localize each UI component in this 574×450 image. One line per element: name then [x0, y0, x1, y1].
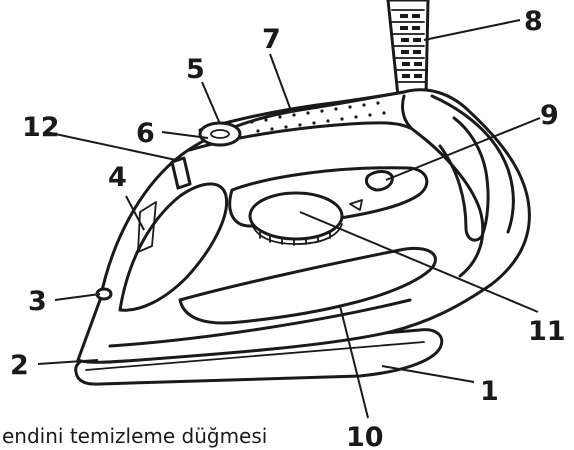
steam-cord-illustration	[386, 0, 430, 98]
leader-8	[423, 19, 521, 41]
leader-6	[161, 131, 209, 139]
leader-lines	[37, 19, 541, 419]
callout-4: 4	[108, 162, 127, 193]
callout-11: 11	[528, 316, 566, 347]
callout-9: 9	[540, 100, 559, 131]
callout-6: 6	[136, 118, 155, 149]
leader-11	[299, 211, 539, 313]
leader-3	[54, 293, 101, 301]
leader-4	[125, 195, 145, 231]
leader-10	[339, 305, 369, 419]
caption-text: endini temizleme düğmesi	[2, 424, 267, 448]
callout-10: 10	[346, 422, 384, 450]
callout-7: 7	[262, 24, 281, 55]
leader-1	[381, 365, 475, 383]
callout-1: 1	[480, 376, 499, 407]
leader-9	[385, 117, 541, 181]
callout-5: 5	[186, 54, 205, 85]
callout-2: 2	[10, 350, 29, 381]
leader-7	[269, 53, 291, 109]
callout-labels: 1 2 3 4 5 6 7 8 9 10 11 12	[10, 6, 566, 450]
callout-8: 8	[524, 6, 543, 37]
leader-2	[37, 359, 99, 365]
callout-3: 3	[28, 286, 47, 317]
leader-12	[45, 131, 177, 161]
callout-12: 12	[22, 112, 60, 143]
leader-5	[201, 81, 221, 125]
iron-body-illustration	[74, 88, 531, 386]
